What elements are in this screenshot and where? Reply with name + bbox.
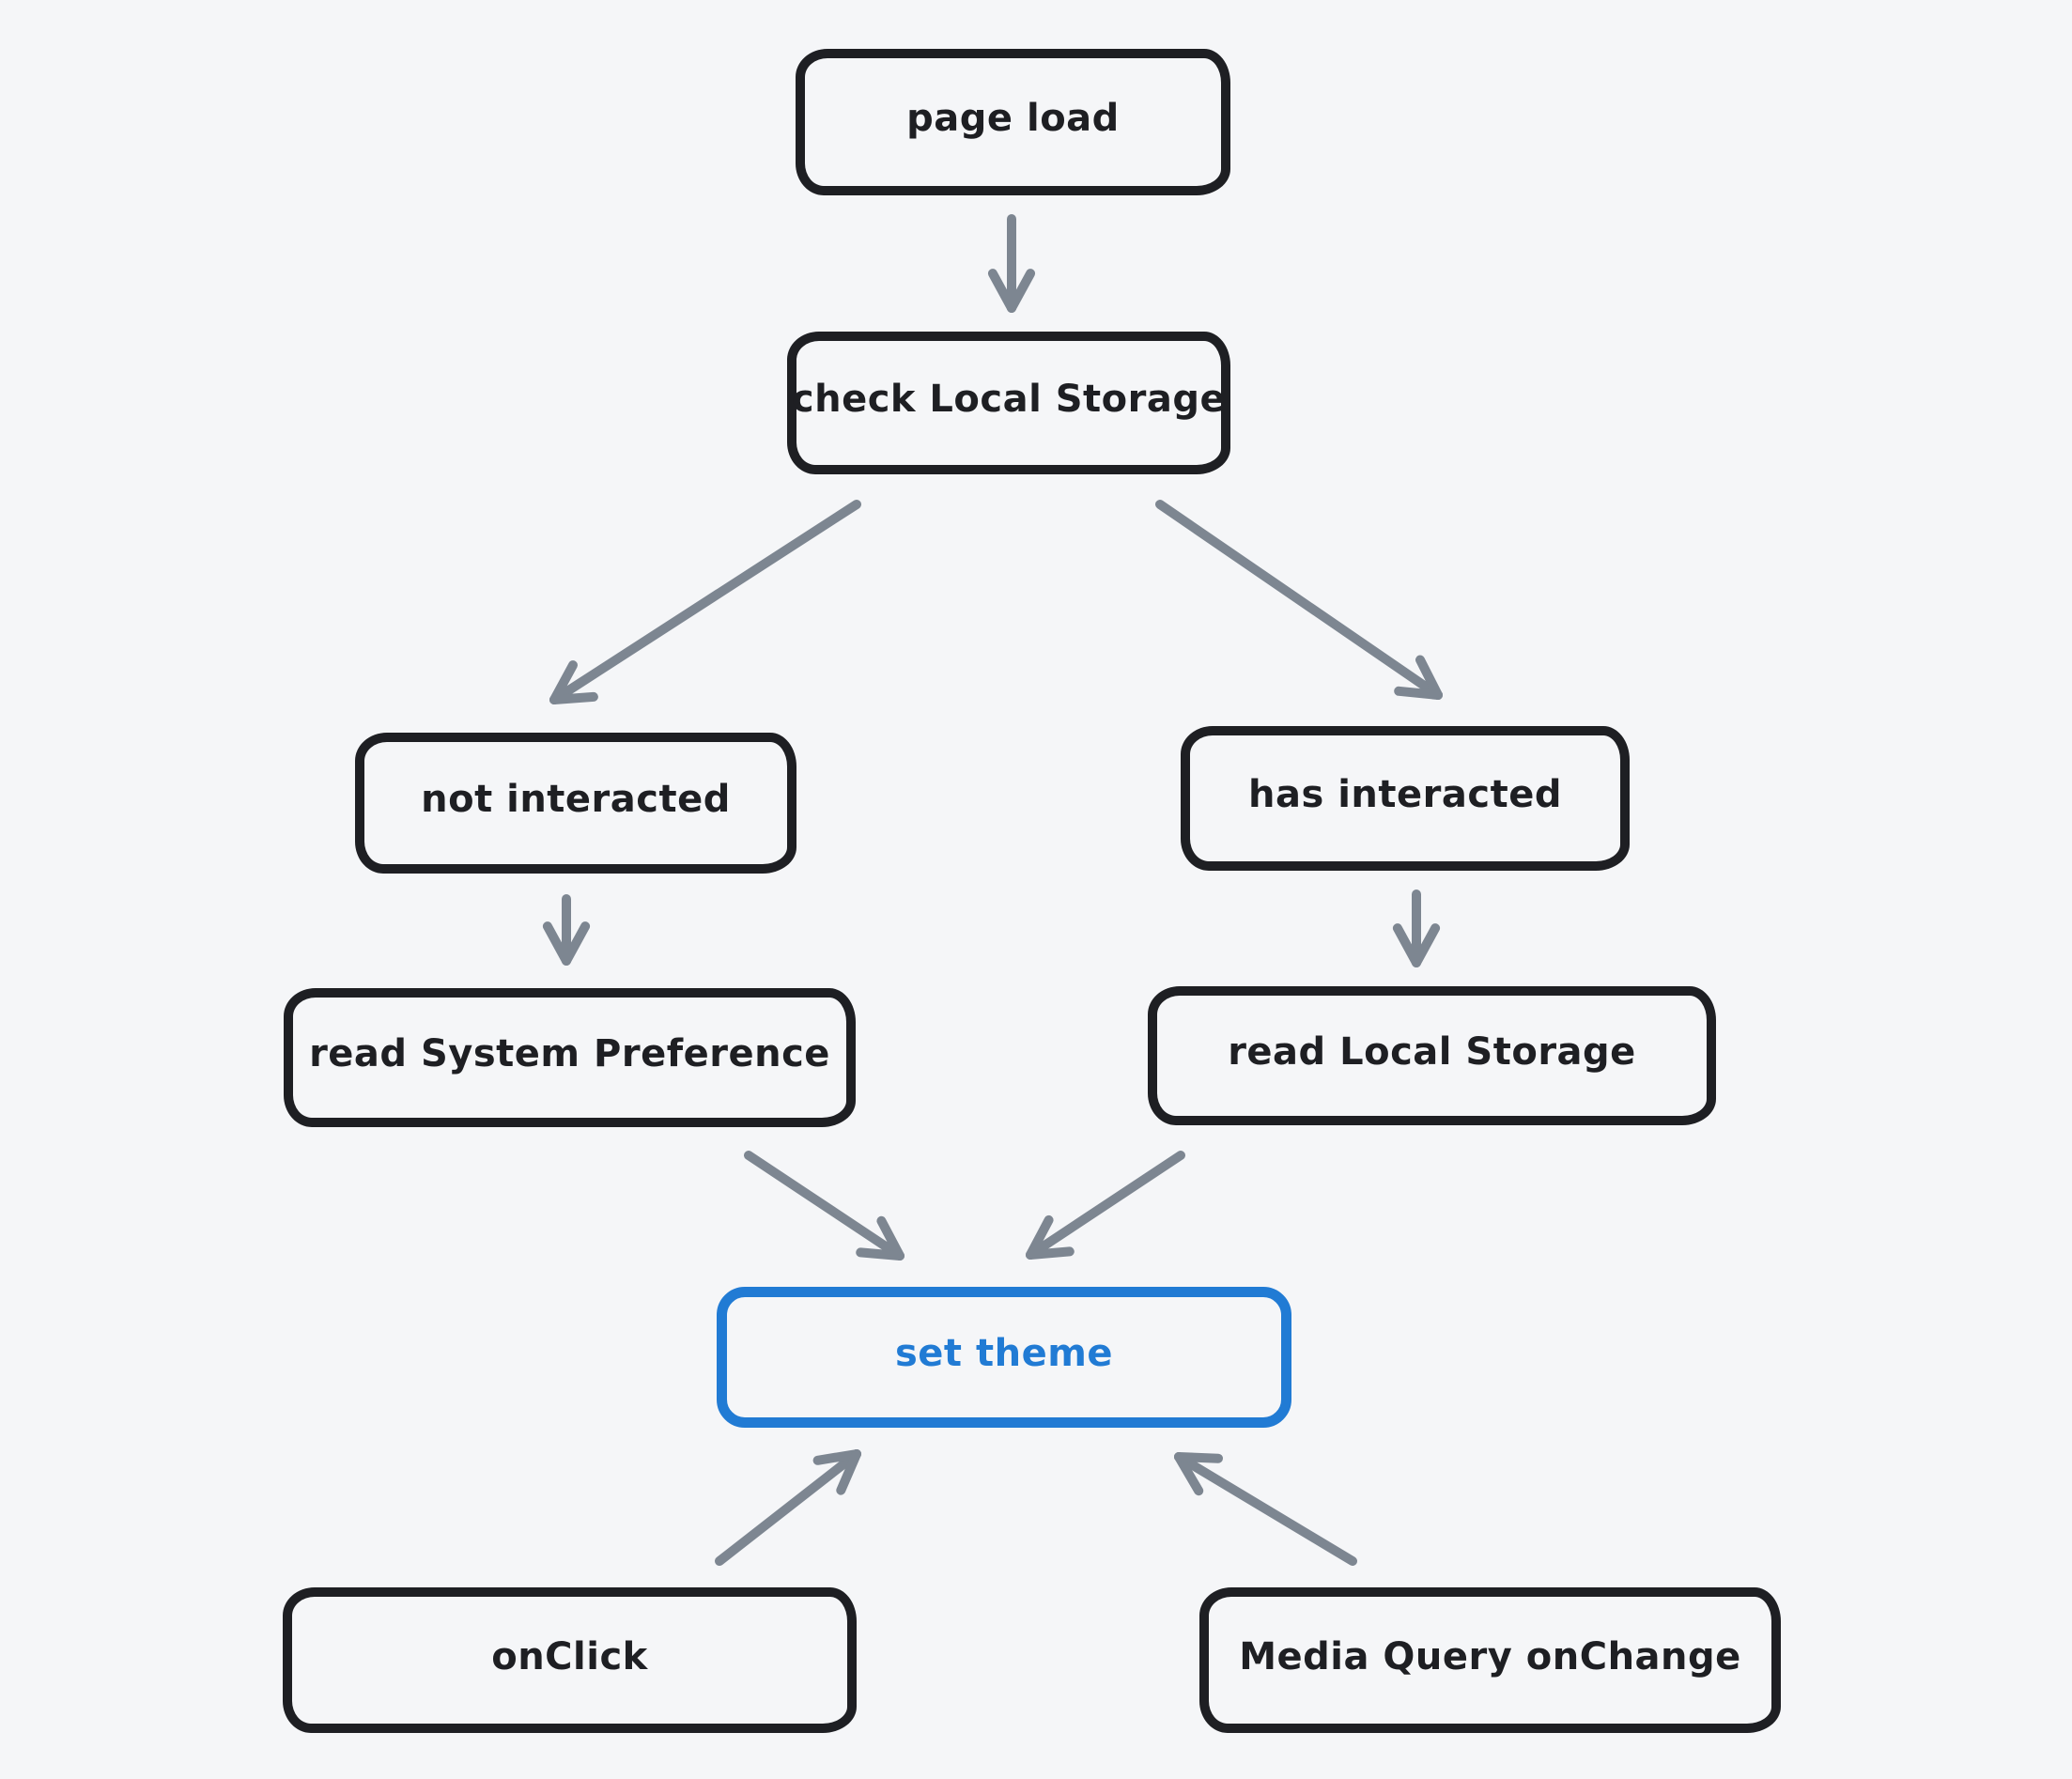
arrow-has-interacted-to-read-local-storage: [1392, 890, 1441, 967]
node-has-interacted: has interacted: [1181, 726, 1630, 871]
arrow-check-local-storage-to-has-interacted: [1155, 500, 1443, 700]
node-label: set theme: [894, 1332, 1114, 1375]
node-page-load: page load: [796, 49, 1230, 195]
arrow-media-query-onchange-to-set-theme: [1174, 1452, 1357, 1566]
node-label: read System Preference: [309, 1032, 830, 1075]
node-read-system-preference: read System Preference: [284, 988, 856, 1127]
node-not-interacted: not interacted: [355, 733, 796, 874]
node-check-local-storage: check Local Storage: [787, 332, 1230, 474]
node-set-theme: set theme: [717, 1287, 1291, 1428]
arrow-on-click-to-set-theme: [715, 1449, 861, 1566]
node-label: check Local Storage: [791, 378, 1227, 421]
arrow-read-system-preference-to-set-theme: [744, 1151, 905, 1261]
node-label: onClick: [491, 1634, 648, 1678]
node-read-local-storage: read Local Storage: [1148, 986, 1716, 1125]
arrow-check-local-storage-to-not-interacted: [549, 500, 861, 704]
node-label: Media Query onChange: [1239, 1634, 1741, 1678]
arrow-read-local-storage-to-set-theme: [1026, 1151, 1185, 1260]
node-label: has interacted: [1248, 773, 1562, 816]
node-label: page load: [906, 97, 1120, 140]
arrow-page-load-to-check-local-storage: [987, 214, 1036, 313]
node-label: read Local Storage: [1228, 1030, 1636, 1074]
node-on-click: onClick: [283, 1587, 857, 1733]
node-media-query-onchange: Media Query onChange: [1199, 1587, 1781, 1733]
node-label: not interacted: [421, 778, 731, 821]
arrow-not-interacted-to-read-system-preference: [542, 894, 591, 966]
